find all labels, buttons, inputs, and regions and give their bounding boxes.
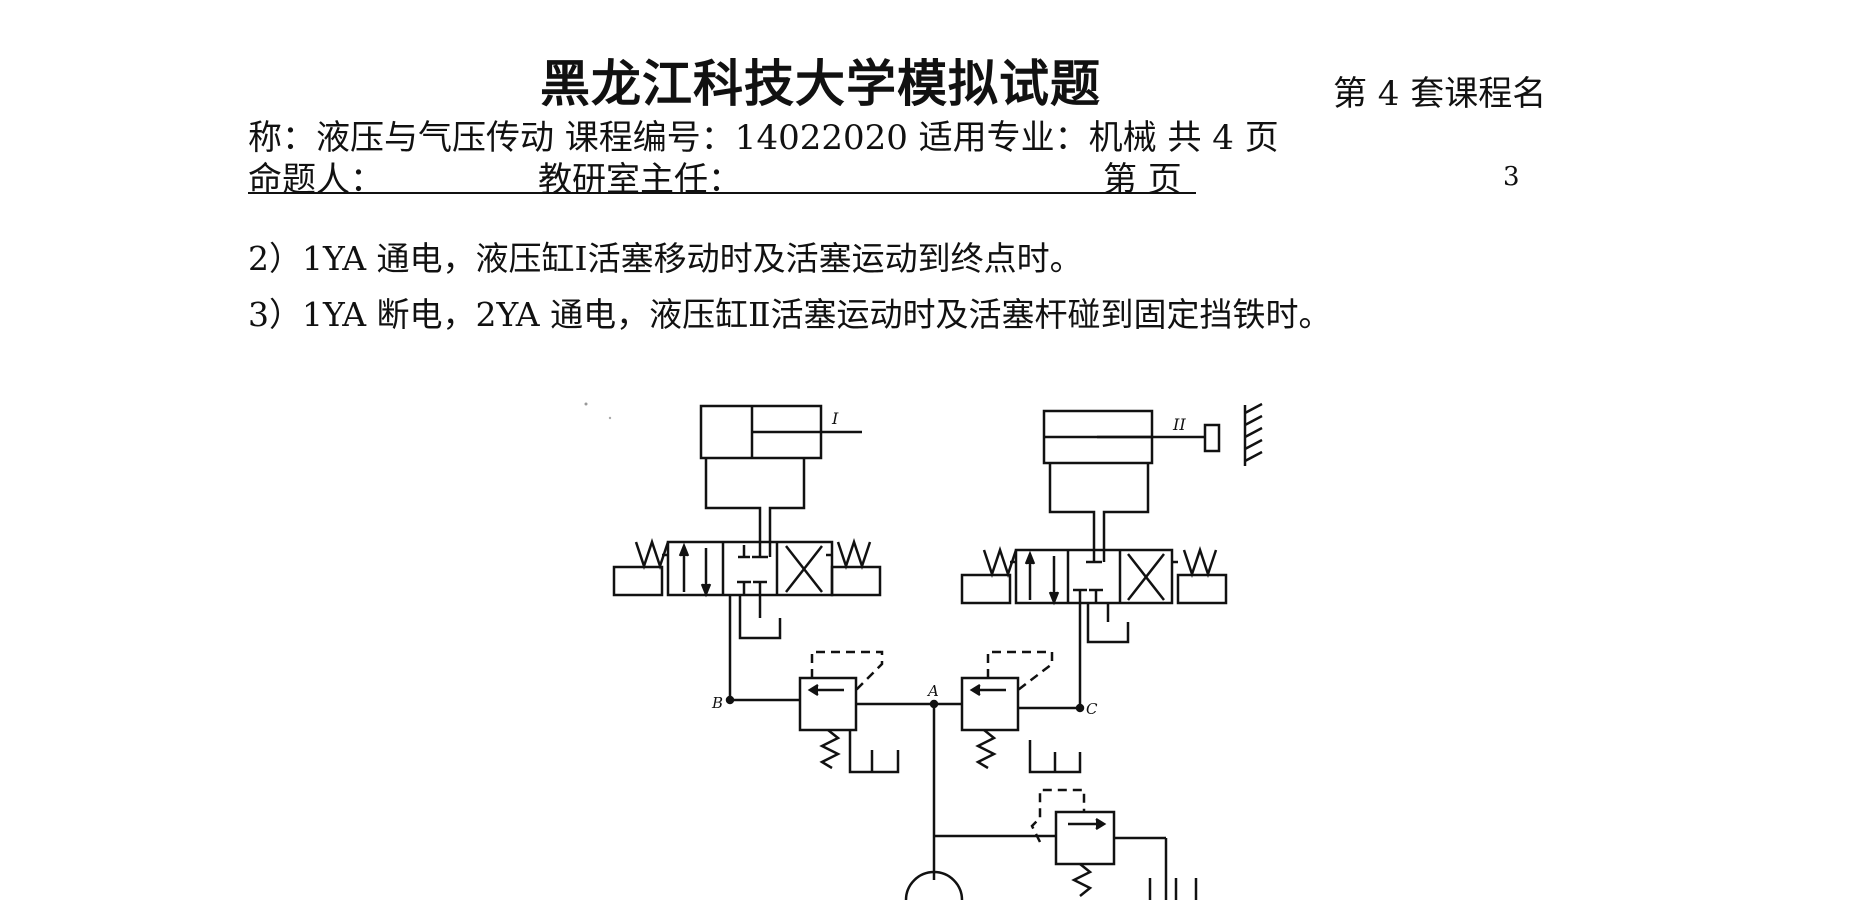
point-c-label: C	[1086, 700, 1098, 718]
question-2: 2）1YA 通电，液压缸Ⅰ活塞移动时及活塞运动到终点时。	[248, 239, 1083, 278]
pressure-valve-b	[798, 650, 900, 774]
main-pressure-lines	[725, 695, 1085, 880]
cylinder-2-label: II	[1172, 415, 1186, 434]
set-course-label: 第 4 套课程名	[1333, 74, 1547, 114]
cylinder-1: I	[699, 404, 862, 545]
relief-valve	[1030, 788, 1198, 900]
signature-line	[248, 152, 1196, 194]
directional-valve-2	[960, 546, 1228, 708]
point-b-label: B	[711, 694, 723, 712]
fixed-stop-icon	[1243, 402, 1263, 466]
pressure-valve-c	[960, 650, 1082, 774]
course-info-line: 称：液压与气压传动 课程编号：14022020 适用专业：机械 共 4 页	[248, 118, 1279, 158]
question-3: 3）1YA 断电，2YA 通电，液压缸Ⅱ活塞运动时及活塞杆碰到固定挡铁时。	[248, 295, 1332, 334]
cylinder-2: II	[1042, 402, 1263, 550]
page-title: 黑龙江科技大学模拟试题	[540, 54, 1101, 113]
page-number: 3	[1503, 162, 1520, 192]
page-label: 第 页	[1103, 160, 1182, 200]
setter-label: 命题人：	[248, 160, 384, 200]
director-label: 教研室主任：	[538, 160, 742, 200]
pump-icon	[904, 870, 964, 900]
cylinder-1-label: I	[831, 409, 839, 428]
point-a-label: A	[926, 682, 939, 700]
directional-valve-1	[612, 538, 882, 700]
